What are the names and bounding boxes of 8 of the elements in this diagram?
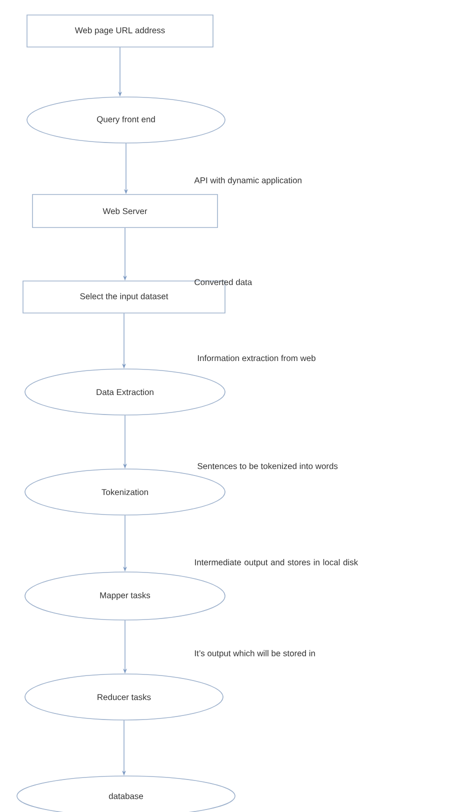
step-note: It’s output which will be stored in — [194, 650, 315, 658]
process-box: Web page URL address — [26, 14, 214, 48]
step-note: Converted data — [194, 278, 252, 286]
step-note: API with dynamic application — [194, 177, 302, 185]
step-note: Information extraction from web — [198, 354, 316, 362]
step-note: Intermediate output and stores in local disk — [195, 559, 358, 567]
step-note: Sentences to be tokenized into words — [198, 462, 338, 470]
process-box: Web Server — [32, 194, 218, 228]
